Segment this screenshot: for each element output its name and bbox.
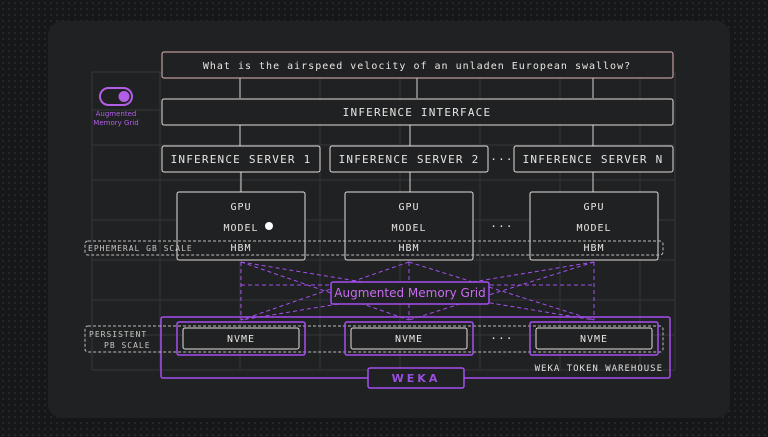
persistent-scale-label-line2: PB SCALE (104, 341, 151, 350)
nvme-n-label: NVME (580, 334, 608, 345)
persistent-scale-label-line1: PERSISTENT (89, 330, 147, 339)
connector-lines (239, 78, 594, 192)
nvme-ellipsis: ··· (490, 332, 513, 345)
gpu-box-2 (344, 191, 474, 261)
gpu-2-hbm: HBM (398, 243, 419, 254)
ephemeral-scale-label: EPHEMERAL GB SCALE (88, 244, 193, 253)
nvme-box-n (535, 327, 653, 350)
gpu-2-model: MODEL (391, 223, 426, 234)
cursor-dot-icon (265, 222, 273, 230)
server-ellipsis: ··· (490, 153, 513, 166)
nvme-outer-2 (344, 321, 474, 356)
nvme-box-2 (350, 327, 468, 350)
query-text: What is the airspeed velocity of an unla… (203, 61, 631, 72)
inference-server-1-box (161, 145, 321, 173)
nvme-outer-1 (176, 321, 306, 356)
nvme-outer-n (529, 321, 659, 356)
augmented-memory-grid-box (330, 281, 490, 305)
augmented-memory-grid-toggle[interactable] (99, 87, 133, 106)
nvme-1-label: NVME (227, 334, 255, 345)
augmented-memory-grid-label: Augmented Memory Grid (334, 286, 485, 300)
weka-logo-text: WEKA (392, 372, 441, 385)
gpu-1-title: GPU (230, 202, 251, 213)
toggle-track[interactable] (99, 87, 133, 106)
gpu-box-n (529, 191, 659, 261)
nvme-box-1 (182, 327, 300, 350)
gpu-1-hbm: HBM (230, 243, 251, 254)
toggle-label-line2: Memory Grid (93, 119, 138, 127)
inference-server-2-box (329, 145, 489, 173)
inference-interface-box (161, 98, 674, 126)
inference-interface-label: INFERENCE INTERFACE (343, 106, 492, 119)
gpu-1-model: MODEL (223, 223, 258, 234)
inference-server-n-label: INFERENCE SERVER N (523, 153, 664, 166)
inference-server-2-label: INFERENCE SERVER 2 (339, 153, 480, 166)
ephemeral-scale-band (84, 240, 664, 256)
weka-badge (367, 367, 465, 389)
gpu-n-title: GPU (583, 202, 604, 213)
inference-server-n-box (513, 145, 674, 173)
gpu-2-title: GPU (398, 202, 419, 213)
inference-server-1-label: INFERENCE SERVER 1 (171, 153, 312, 166)
weka-token-warehouse-label: WEKA TOKEN WAREHOUSE (535, 364, 663, 374)
toggle-knob[interactable] (118, 91, 130, 102)
toggle-label-line1: Augmented (96, 110, 137, 118)
persistent-scale-band (84, 325, 664, 353)
gpu-n-hbm: HBM (583, 243, 604, 254)
gpu-box-1 (176, 191, 306, 261)
query-box (161, 51, 674, 79)
gpu-ellipsis: ··· (490, 220, 513, 233)
gpu-n-model: MODEL (576, 223, 611, 234)
nvme-2-label: NVME (395, 334, 423, 345)
